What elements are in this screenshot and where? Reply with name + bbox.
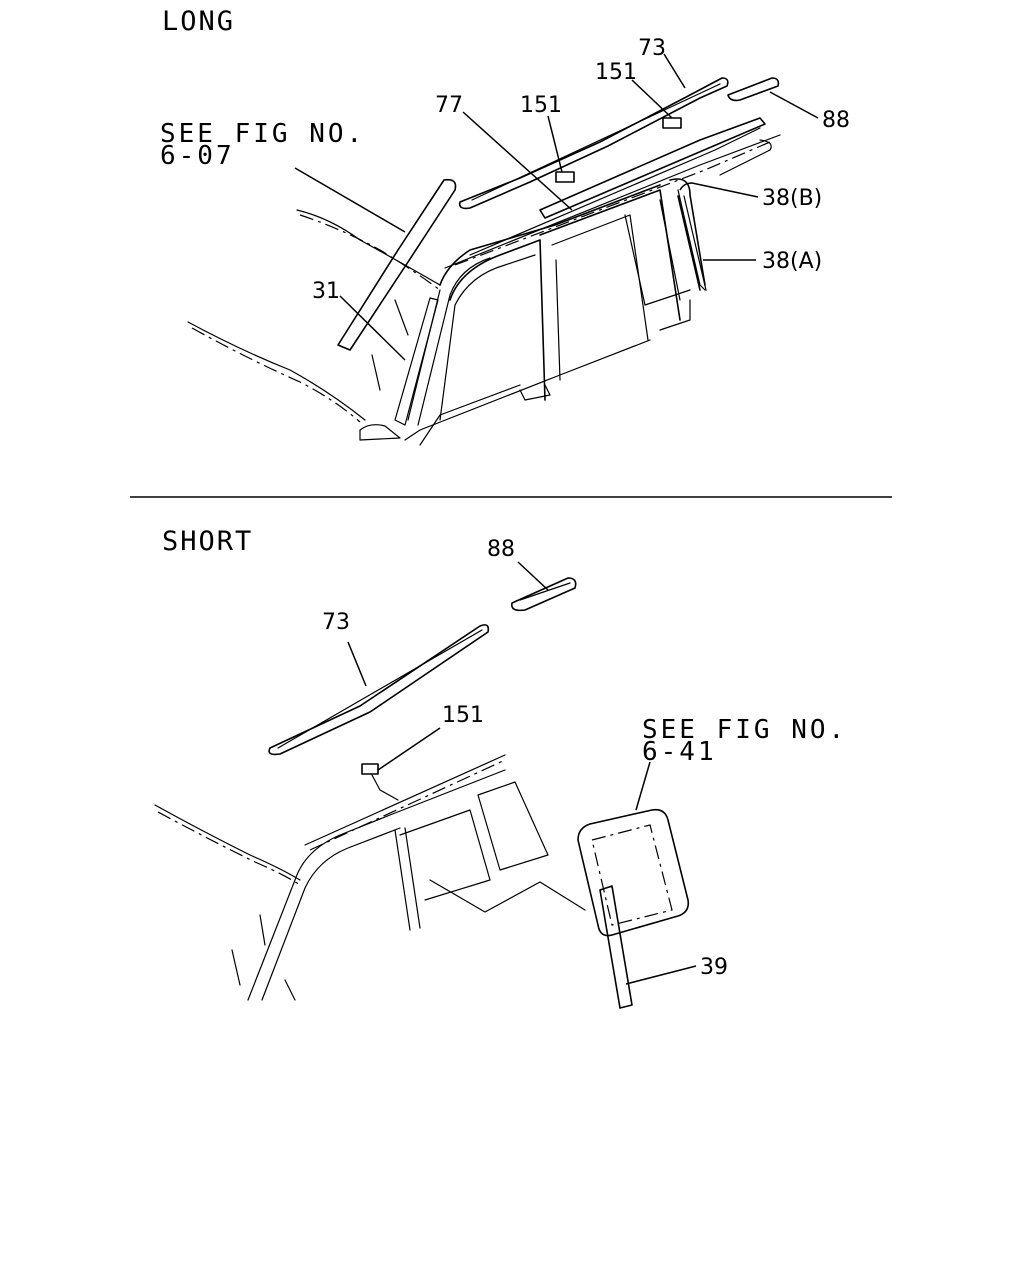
short-title: SHORT: [162, 526, 253, 557]
short-see-fig-line1: SEE FIG NO.: [642, 715, 847, 745]
long-callout-77: 77: [435, 93, 463, 118]
part-39-strip: [599, 885, 633, 1009]
long-vehicle-body: [187, 127, 781, 446]
long-callout-38b: 38(B): [762, 186, 822, 211]
short-section: SHORT SEE FIG NO. 6-41: [154, 526, 847, 1009]
part-73-rail-long: [458, 77, 729, 210]
long-section: LONG SEE FIG NO. 6-07: [160, 6, 850, 446]
part-151-clip-long-right: [662, 117, 682, 129]
part-31-moulding: [337, 178, 457, 351]
part-38a-strip: [677, 195, 701, 291]
quarter-window: [577, 808, 690, 937]
short-callout-39: 39: [700, 955, 728, 980]
short-see-fig-line2: 6-41: [642, 737, 717, 767]
long-callout-73: 73: [638, 36, 666, 61]
part-73-rail-short: [268, 624, 490, 756]
short-callout-73: 73: [322, 610, 350, 635]
short-vehicle-body: [154, 754, 586, 1001]
part-151-clip-short: [361, 763, 379, 775]
part-88-cap-short: [510, 577, 577, 612]
long-callout-31: 31: [312, 279, 340, 304]
long-callout-151-right: 151: [595, 60, 637, 85]
part-88-cap-long: [727, 77, 780, 102]
long-callout-151-left: 151: [520, 93, 562, 118]
long-see-fig-line2: 6-07: [160, 141, 235, 171]
short-callout-88: 88: [487, 537, 515, 562]
long-title: LONG: [162, 6, 235, 37]
long-callout-88: 88: [822, 108, 850, 133]
long-callout-38a: 38(A): [762, 249, 822, 274]
part-151-clip-long-left: [555, 171, 575, 183]
part-77-strip: [539, 117, 766, 219]
short-callout-151: 151: [442, 703, 484, 728]
long-see-fig-line1: SEE FIG NO.: [160, 119, 365, 149]
